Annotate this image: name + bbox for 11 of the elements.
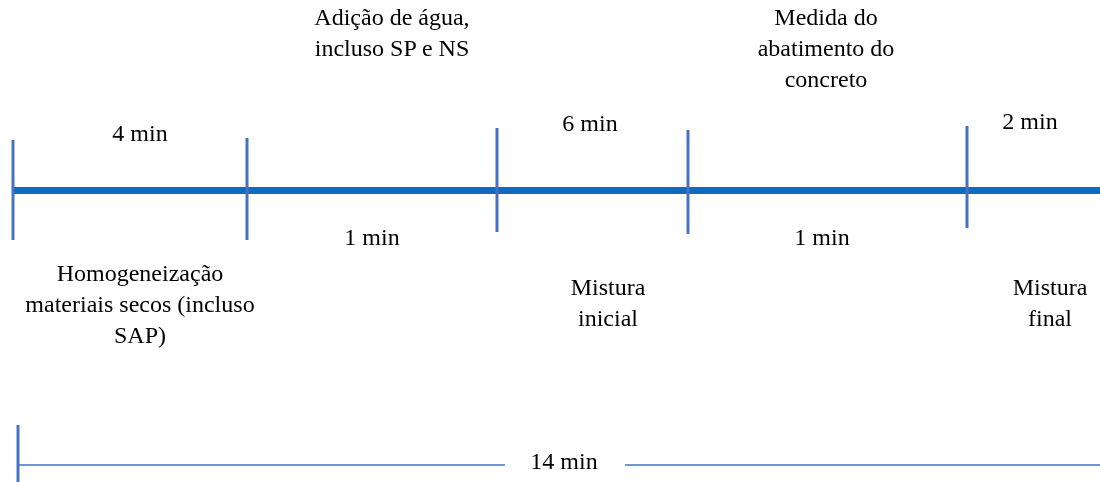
step-label: Homogeneização materiais secos (incluso SAP) — [24, 259, 256, 350]
step-label: Mistura inicial — [569, 273, 647, 333]
duration-label: 1 min — [793, 223, 851, 252]
duration-label: 1 min — [343, 223, 401, 252]
step-label: Adição de água, incluso SP e NS — [313, 3, 471, 63]
step-label: Mistura final — [1011, 273, 1089, 333]
duration-label: 6 min — [561, 109, 619, 138]
duration-label: 4 min — [111, 119, 169, 148]
total-duration-label: 14 min — [529, 447, 599, 476]
step-label: Medida do abatimento do concreto — [756, 3, 896, 94]
duration-label: 2 min — [1001, 107, 1059, 136]
